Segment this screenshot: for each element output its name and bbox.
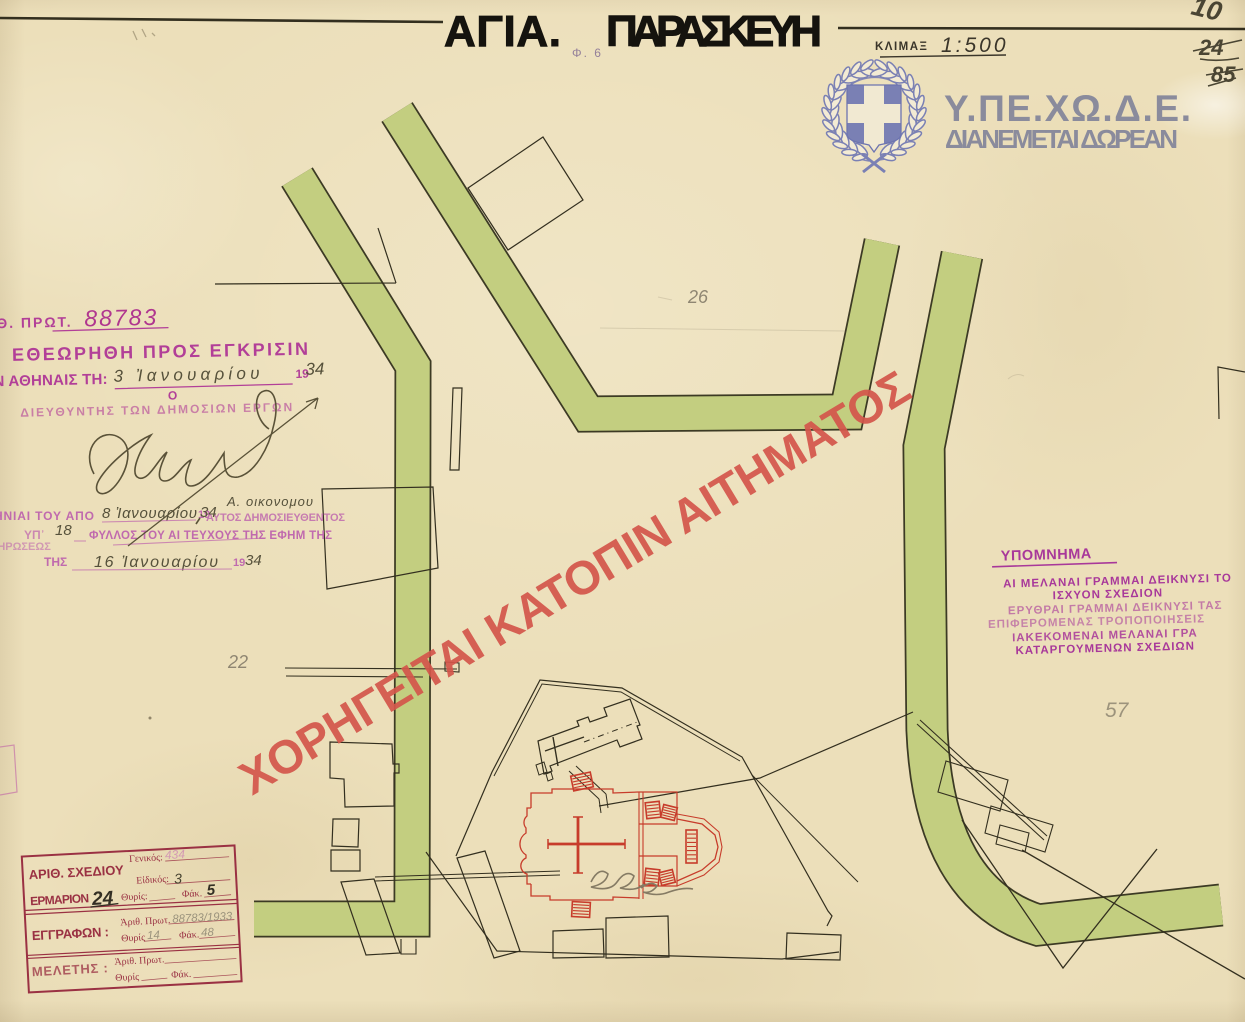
- svg-text:ΠΑΡΑΣΚΕΥΗ: ΠΑΡΑΣΚΕΥΗ: [606, 7, 822, 56]
- svg-text:19: 19: [198, 509, 210, 521]
- svg-text:ΚΑΤΑΡΓΟΥΜΕΝΩΝ ΣΧΕΔΙΩΝ: ΚΑΤΑΡΓΟΥΜΕΝΩΝ ΣΧΕΔΙΩΝ: [1015, 641, 1195, 658]
- svg-text:26: 26: [687, 287, 709, 307]
- svg-text:16 Ἰανουαρίου: 16 Ἰανουαρίου: [94, 554, 218, 571]
- svg-text:Α. οικονομου: Α. οικονομου: [226, 494, 313, 509]
- svg-text:3: 3: [174, 870, 183, 886]
- svg-text:ΗΝΙΑΙ ΤΟΥ ΑΠΟ: ΗΝΙΑΙ ΤΟΥ ΑΠΟ: [0, 509, 94, 523]
- svg-text:Φ. 6: Φ. 6: [572, 46, 603, 60]
- svg-text:34: 34: [305, 359, 324, 378]
- svg-text:Ἀριθ. Πρωτ.: Ἀριθ. Πρωτ.: [114, 954, 165, 968]
- svg-text:22: 22: [227, 652, 248, 672]
- svg-text:434: 434: [165, 847, 186, 862]
- svg-text:19: 19: [295, 367, 309, 381]
- svg-text:ΔΙΑΝΕΜΕΤΑΙ ΔΩΡΕΑΝ: ΔΙΑΝΕΜΕΤΑΙ ΔΩΡΕΑΝ: [945, 124, 1178, 154]
- svg-text:ΙΘ. ΠΡΩΤ.: ΙΘ. ΠΡΩΤ.: [0, 314, 73, 332]
- svg-text:ΕΡΥΘΡΑΙ ΓΡΑΜΜΑΙ ΔΕΙΚΝΥΣΙ ΤΑΣ: ΕΡΥΘΡΑΙ ΓΡΑΜΜΑΙ ΔΕΙΚΝΥΣΙ ΤΑΣ: [1008, 600, 1223, 618]
- svg-text:ΑΥΤΟΣ ΔΗΜΟΣΙΕΥΘΕΝΤΟΣ: ΑΥΤΟΣ ΔΗΜΟΣΙΕΥΘΕΝΤΟΣ: [206, 512, 345, 524]
- svg-text:Θυρίς: Θυρίς: [115, 972, 139, 984]
- svg-text:5: 5: [206, 881, 216, 898]
- svg-text:Φάκ.: Φάκ.: [182, 888, 203, 900]
- svg-text:8 Ἰανουαρίου: 8 Ἰανουαρίου: [102, 505, 197, 522]
- svg-text:18: 18: [55, 522, 72, 539]
- svg-text:ΕΠΙΦΕΡΟΜΕΝΑΣ ΤΡΟΠΟΠΟΙΗΣΕΙΣ: ΕΠΙΦΕΡΟΜΕΝΑΣ ΤΡΟΠΟΠΟΙΗΣΕΙΣ: [988, 613, 1205, 631]
- svg-text:Θυρίς:: Θυρίς:: [121, 891, 148, 903]
- svg-text:ΙΣΧΥΟΝ ΣΧΕΔΙΟΝ: ΙΣΧΥΟΝ ΣΧΕΔΙΟΝ: [1053, 587, 1164, 602]
- svg-text:ΕΓΓΡΑΦΩΝ :: ΕΓΓΡΑΦΩΝ :: [32, 924, 110, 943]
- svg-text:Εἰδικός:: Εἰδικός:: [136, 874, 169, 887]
- svg-text:Γενικός:: Γενικός:: [129, 852, 163, 865]
- svg-text:ΔΙΕΥΘΥΝΤΗΣ ΤΩΝ ΔΗΜΟΣΙΩΝ ΕΡΓΩΝ: ΔΙΕΥΘΥΝΤΗΣ ΤΩΝ ΔΗΜΟΣΙΩΝ ΕΡΓΩΝ: [20, 400, 292, 420]
- svg-text:34: 34: [200, 504, 217, 521]
- svg-text:Ν ΑΘΗΝΑΙΣ ΤΗ:: Ν ΑΘΗΝΑΙΣ ΤΗ:: [0, 371, 108, 390]
- svg-text:10: 10: [1189, 0, 1225, 27]
- svg-text:19: 19: [233, 557, 245, 569]
- svg-text:ΑΓΙΑ.: ΑΓΙΑ.: [444, 7, 561, 56]
- svg-text:34: 34: [245, 552, 262, 569]
- svg-text:88783: 88783: [84, 304, 158, 332]
- svg-text:ΚΛΙΜΑΞ: ΚΛΙΜΑΞ: [875, 41, 928, 53]
- svg-text:ΑΡΙΘ. ΣΧΕΔΙΟΥ: ΑΡΙΘ. ΣΧΕΔΙΟΥ: [28, 862, 124, 882]
- svg-text:3 Ἰανουαρίου: 3 Ἰανουαρίου: [113, 364, 259, 386]
- svg-text:ΦΥΛΛΟΣ ΤΟΥ ΑΙ ΤΕΥΧΟΥΣ ΤΗΣ ΕΦΗΜ: ΦΥΛΛΟΣ ΤΟΥ ΑΙ ΤΕΥΧΟΥΣ ΤΗΣ ΕΦΗΜ ΤΗΣ: [89, 530, 332, 542]
- svg-text:ΜΕΛΕΤΗΣ :: ΜΕΛΕΤΗΣ :: [31, 960, 108, 979]
- svg-text:Φάκ.: Φάκ.: [179, 929, 200, 941]
- svg-text:14: 14: [147, 929, 160, 942]
- svg-text:ΤΗΣ: ΤΗΣ: [44, 555, 67, 569]
- svg-text:Υ.ΠΕ.ΧΩ.Δ.Ε.: Υ.ΠΕ.ΧΩ.Δ.Ε.: [944, 88, 1191, 129]
- svg-text:ΕΘΕΩΡΗΘΗ ΠΡΟΣ ΕΓΚΡΙΣΙΝ: ΕΘΕΩΡΗΘΗ ΠΡΟΣ ΕΓΚΡΙΣΙΝ: [12, 339, 308, 365]
- svg-text:1:500: 1:500: [941, 34, 1008, 57]
- svg-text:ΙΑΚΕΚΟΜΕΝΑΙ ΜΕΛΑΝΑΙ ΓΡΑ: ΙΑΚΕΚΟΜΕΝΑΙ ΜΕΛΑΝΑΙ ΓΡΑ: [1012, 627, 1198, 644]
- svg-text:ΛΗΡΩΣΕΩΣ: ΛΗΡΩΣΕΩΣ: [0, 541, 51, 553]
- svg-text:ΥΠΟΜΝΗΜΑ: ΥΠΟΜΝΗΜΑ: [1001, 546, 1093, 564]
- svg-text:Ο: Ο: [168, 388, 178, 402]
- svg-text:57: 57: [1105, 699, 1130, 722]
- svg-text:48: 48: [201, 927, 215, 940]
- svg-text:ΕΡΜΑΡΙΟΝ: ΕΡΜΑΡΙΟΝ: [30, 891, 90, 908]
- svg-text:Φάκ.: Φάκ.: [171, 969, 192, 981]
- svg-text:88783/1933: 88783/1933: [172, 911, 233, 926]
- svg-text:Θυρίς: Θυρίς: [121, 932, 145, 944]
- svg-text:ΥΠ᾽: ΥΠ᾽: [24, 528, 45, 542]
- svg-text:85: 85: [1211, 62, 1236, 87]
- svg-text:ΑΙ ΜΕΛΑΝΑΙ ΓΡΑΜΜΑΙ ΔΕΙΚΝΥΣΙ ΤΟ: ΑΙ ΜΕΛΑΝΑΙ ΓΡΑΜΜΑΙ ΔΕΙΚΝΥΣΙ ΤΟ: [1003, 573, 1232, 591]
- svg-text:Ἀριθ. Πρωτ.: Ἀριθ. Πρωτ.: [120, 915, 171, 929]
